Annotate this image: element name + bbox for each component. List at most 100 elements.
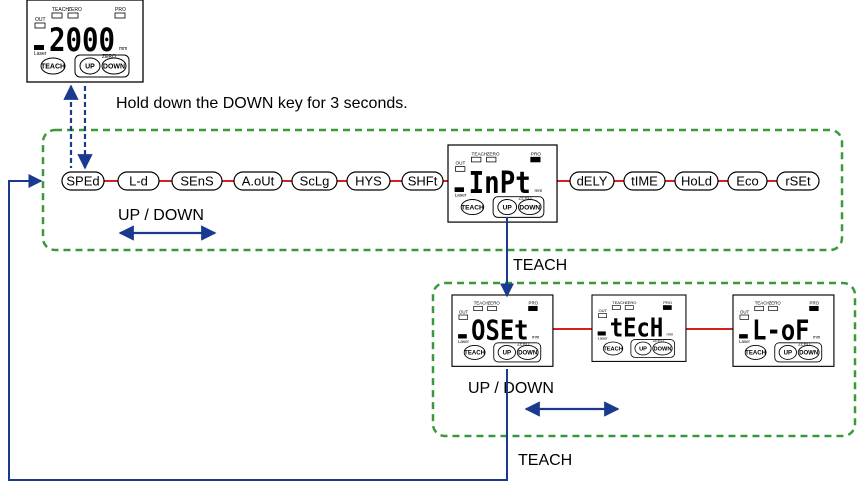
zero-label: ZERO <box>488 301 501 306</box>
pill-label: SHFt <box>408 174 438 189</box>
up-button-label: UP <box>503 204 513 211</box>
segment-display: L-oF <box>752 313 809 346</box>
laser-label: Laser <box>598 336 609 341</box>
teach-label: TEACH <box>474 301 489 306</box>
laser-indicator <box>454 187 464 192</box>
up-button[interactable] <box>634 341 652 356</box>
main-loop-box <box>41 128 844 252</box>
up-button-label: UP <box>639 346 647 352</box>
segment-display: tEcH <box>610 313 663 343</box>
display-panel-main: OUT TEACH ZERO PRO Laser InPt mm TEACH U… <box>447 144 558 223</box>
pill-label: Eco <box>736 174 758 189</box>
zero-label: ZERO <box>769 301 782 306</box>
laser-indicator <box>458 334 467 339</box>
display-panel-sub-3: OUT TEACH ZERO PRO Laser L-oF mm TEACH U… <box>732 294 835 367</box>
pill-SPEd: SPEd <box>61 171 105 191</box>
pill-Eco: Eco <box>727 171 768 191</box>
out-label: OUT <box>456 161 466 166</box>
up-button-label: UP <box>503 350 511 357</box>
display-panel-top: OUT TEACH ZERO PRO Laser 2000 mm TEACH U… <box>26 0 144 83</box>
pill-dELY: dELY <box>569 171 615 191</box>
display-panel-sub-2: OUT TEACH ZERO PRO Laser tEcH mm TEACH U… <box>591 294 687 362</box>
out-label: OUT <box>598 308 607 313</box>
unit-label: mm <box>667 332 674 337</box>
laser-label: Laser <box>739 339 750 344</box>
out-indicator <box>34 22 46 29</box>
out-label: OUT <box>459 309 469 314</box>
teach-label: TEACH <box>472 151 488 156</box>
pill-HYS: HYS <box>346 171 391 191</box>
up-button[interactable] <box>79 57 101 75</box>
teach-label: TEACH <box>612 300 626 305</box>
pill-label: A.oUt <box>242 174 275 189</box>
teach-button-label: TEACH <box>745 350 766 357</box>
zero-label: ZERO <box>625 300 636 305</box>
pill-rSEt: rSEt <box>776 171 820 191</box>
up-button[interactable] <box>778 345 797 360</box>
teach-label: TEACH <box>755 301 770 306</box>
segment-display: 2000 <box>49 21 115 59</box>
down-button-label: DOWN <box>654 346 672 352</box>
teach-button[interactable] <box>460 199 485 216</box>
pill-label: rSEt <box>785 174 811 189</box>
pro-indicator <box>809 305 819 312</box>
down-button-label: DOWN <box>103 64 125 71</box>
down-button[interactable] <box>797 345 820 360</box>
pill-SEnS: SEnS <box>171 171 223 191</box>
pro-label: PRO <box>115 7 126 13</box>
updown-label-main: UP / DOWN <box>118 207 204 224</box>
down-button[interactable] <box>516 345 539 360</box>
zero-small-label: ZERO <box>653 338 664 343</box>
pill-label: tIME <box>631 174 658 189</box>
zero-indicator <box>67 12 79 19</box>
laser-indicator <box>597 331 606 336</box>
up-button[interactable] <box>497 199 518 216</box>
up-button[interactable] <box>497 345 516 360</box>
out-label: OUT <box>740 309 750 314</box>
pro-indicator <box>528 305 538 312</box>
teach-label-1: TEACH <box>513 257 567 274</box>
display-panel-sub-1: OUT TEACH ZERO PRO Laser OSEt mm TEACH U… <box>451 294 554 367</box>
out-indicator <box>598 313 607 319</box>
teach-button-label: TEACH <box>41 64 65 71</box>
pill-label: SPEd <box>66 174 99 189</box>
teach-button-label: TEACH <box>461 204 484 211</box>
pill-A.oUt: A.oUt <box>233 171 283 191</box>
pro-indicator <box>114 12 126 19</box>
unit-label: mm <box>813 335 821 340</box>
teach-button[interactable] <box>602 341 624 356</box>
down-button[interactable] <box>652 341 673 356</box>
down-button-label: DOWN <box>518 350 537 357</box>
down-button-label: DOWN <box>519 204 540 211</box>
pill-label: HoLd <box>681 174 712 189</box>
laser-label: Laser <box>458 339 469 344</box>
down-button[interactable] <box>101 57 127 75</box>
teach-button-label: TEACH <box>464 350 485 357</box>
pill-label: SEnS <box>180 174 214 189</box>
zero-small-label: ZERO <box>798 341 811 346</box>
teach-return-arrow <box>8 174 508 481</box>
out-indicator <box>455 166 466 172</box>
laser-label: Laser <box>34 51 47 57</box>
teach-button[interactable] <box>463 345 486 360</box>
teach-button[interactable] <box>40 57 66 75</box>
segment-display: OSEt <box>471 313 528 346</box>
zero-indicator <box>486 156 497 163</box>
out-indicator <box>458 314 469 320</box>
instruction-text: Hold down the DOWN key for 3 seconds. <box>116 95 408 112</box>
zero-small-label: ZERO <box>102 54 116 60</box>
teach-indicator <box>473 305 483 312</box>
zero-label: ZERO <box>487 151 500 156</box>
unit-label: mm <box>532 335 540 340</box>
unit-label: mm <box>119 46 127 52</box>
pro-label: PRO <box>529 301 539 306</box>
pro-label: PRO <box>663 300 672 305</box>
laser-label: Laser <box>455 193 467 198</box>
pro-label: PRO <box>810 301 820 306</box>
pill-ScLg: ScLg <box>291 171 338 191</box>
pill-SHFt: SHFt <box>401 171 444 191</box>
zero-small-label: ZERO <box>517 341 530 346</box>
teach-button[interactable] <box>744 345 767 360</box>
pill-label: ScLg <box>300 174 330 189</box>
down-button[interactable] <box>518 199 542 216</box>
